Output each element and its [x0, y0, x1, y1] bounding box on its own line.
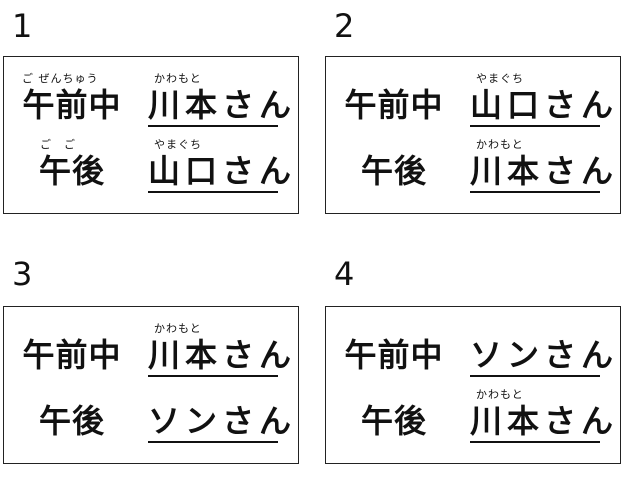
name-furigana: やまぐち — [476, 72, 524, 85]
schedule-row-afternoon: ご ご 午後 やまぐち 山口さん — [4, 137, 298, 197]
person-slot: やまぐち 山口さん — [144, 137, 291, 197]
name-underline — [148, 125, 278, 127]
name-furigana: かわもと — [476, 138, 524, 151]
schedule-row-morning: 午前中 かわもと 川本さん — [4, 321, 298, 381]
time-label: 午前中 — [22, 336, 122, 374]
time-slot: 午前中 — [334, 71, 454, 131]
name-underline — [470, 375, 600, 377]
time-label: 午前中 — [344, 86, 444, 124]
name-furigana: かわもと — [154, 72, 202, 85]
time-furigana: ご ご — [40, 138, 76, 151]
option-card-1[interactable]: ご ぜんちゅう 午前中 かわもと 川本さん ご ご 午後 やまぐち 山口さん — [3, 56, 299, 214]
option-number: 1 — [12, 7, 33, 45]
person-slot: ソンさん — [466, 321, 613, 381]
name-furigana: やまぐち — [154, 138, 202, 151]
time-slot: ご ぜんちゅう 午前中 — [12, 71, 132, 131]
person-slot: かわもと 川本さん — [144, 71, 291, 131]
option-number: 3 — [12, 255, 33, 293]
schedule-row-afternoon: 午後 かわもと 川本さん — [326, 137, 620, 197]
person-name: 山口さん — [148, 152, 297, 190]
name-underline — [470, 125, 600, 127]
time-slot: 午後 — [334, 387, 454, 447]
time-slot: 午後 — [12, 387, 132, 447]
schedule-row-morning: 午前中 やまぐち 山口さん — [326, 71, 620, 131]
person-name: 川本さん — [470, 152, 619, 190]
option-number: 2 — [334, 7, 355, 45]
person-name: 川本さん — [470, 402, 619, 440]
time-slot: 午前中 — [12, 321, 132, 381]
person-name: 川本さん — [148, 336, 297, 374]
schedule-row-morning: 午前中 ソンさん — [326, 321, 620, 381]
time-label: 午後 — [360, 402, 427, 440]
option-card-3[interactable]: 午前中 かわもと 川本さん 午後 ソンさん — [3, 306, 299, 464]
person-name: 山口さん — [470, 86, 619, 124]
name-underline — [148, 191, 278, 193]
name-furigana: かわもと — [154, 322, 202, 335]
name-underline — [470, 191, 600, 193]
time-slot: 午前中 — [334, 321, 454, 381]
time-slot: ご ご 午後 — [12, 137, 132, 197]
schedule-row-afternoon: 午後 かわもと 川本さん — [326, 387, 620, 447]
person-slot: かわもと 川本さん — [144, 321, 291, 381]
name-furigana: かわもと — [476, 388, 524, 401]
time-label: 午前中 — [344, 336, 444, 374]
name-underline — [470, 441, 600, 443]
person-name: 川本さん — [148, 86, 297, 124]
time-slot: 午後 — [334, 137, 454, 197]
person-name: ソンさん — [470, 336, 619, 374]
time-label: 午後 — [360, 152, 427, 190]
person-slot: かわもと 川本さん — [466, 137, 613, 197]
name-underline — [148, 375, 278, 377]
time-furigana: ご ぜんちゅう — [22, 72, 99, 85]
time-label: 午前中 — [22, 86, 122, 124]
name-underline — [148, 441, 278, 443]
time-label: 午後 — [38, 402, 105, 440]
person-slot: やまぐち 山口さん — [466, 71, 613, 131]
person-name: ソンさん — [148, 402, 297, 440]
option-card-2[interactable]: 午前中 やまぐち 山口さん 午後 かわもと 川本さん — [325, 56, 621, 214]
schedule-row-afternoon: 午後 ソンさん — [4, 387, 298, 447]
option-card-4[interactable]: 午前中 ソンさん 午後 かわもと 川本さん — [325, 306, 621, 464]
option-number: 4 — [334, 255, 355, 293]
person-slot: ソンさん — [144, 387, 291, 447]
person-slot: かわもと 川本さん — [466, 387, 613, 447]
schedule-row-morning: ご ぜんちゅう 午前中 かわもと 川本さん — [4, 71, 298, 131]
time-label: 午後 — [38, 152, 105, 190]
